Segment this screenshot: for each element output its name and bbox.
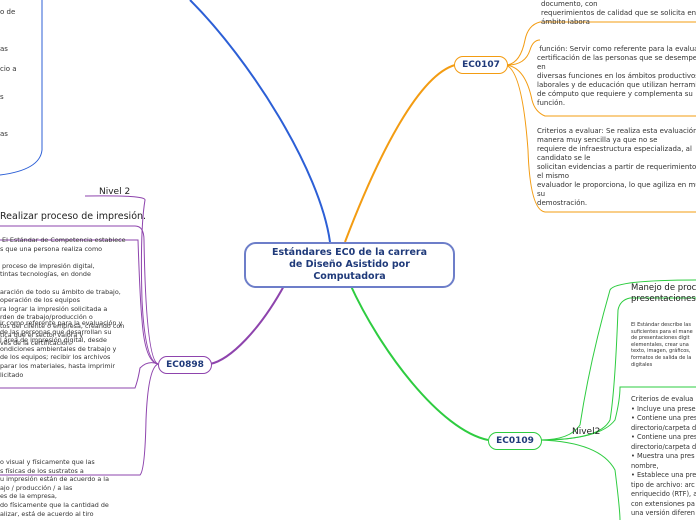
- ec0898-level: Nivel 2: [99, 187, 131, 197]
- purple-sub-3: [0, 363, 159, 476]
- fragment-4: s: [0, 93, 4, 101]
- node-ec0107[interactable]: EC0107: [454, 56, 508, 74]
- fragment-3: cio a: [0, 65, 17, 73]
- ec0107-text-3: Criterios a evaluar: Se realiza esta eva…: [537, 127, 696, 207]
- orange-sub-4: [504, 64, 696, 213]
- orange-sub-1: [504, 21, 696, 66]
- node-ec0109[interactable]: EC0109: [488, 432, 542, 450]
- ec0898-heading: Realizar proceso de impresión.: [0, 211, 147, 222]
- ec0109-level: Nivel2: [572, 427, 601, 437]
- ec0107-text-2: función: Servir como referente para la e…: [537, 45, 696, 107]
- blue-branch: [189, 0, 331, 243]
- blue-bracket: [0, 0, 43, 176]
- ec0898-text-1: El Estándar de Competencia establece s q…: [0, 236, 126, 348]
- purple-heading-line: [0, 225, 159, 365]
- ec0109-text-1: El Estándar describe las suficientes par…: [631, 322, 693, 368]
- orange-sub-3: [504, 64, 696, 117]
- ec0898-text-3: o visual y físicamente que las s físicas…: [0, 458, 110, 518]
- fragment-2: as: [0, 45, 8, 53]
- orange-sub-2: [504, 39, 541, 66]
- central-topic[interactable]: Estándares EC0 de la carrera de Diseño A…: [244, 242, 455, 288]
- ec0107-text-1: documento, con requerimientos de calidad…: [541, 0, 696, 26]
- green-sub-3: [539, 439, 621, 520]
- green-sub-2: [539, 386, 696, 441]
- purple-sub-1: [0, 239, 159, 365]
- ec0109-text-2: Criterios de evalua • Incluye una prese …: [631, 395, 696, 517]
- orange-branch: [344, 64, 456, 243]
- ec0109-heading: Manejo de proc presentaciones: [631, 283, 696, 304]
- fragment-5: as: [0, 130, 8, 138]
- green-nivel-line: [539, 279, 696, 441]
- purple-sub-2: [0, 362, 159, 389]
- purple-nivel-line: [84, 195, 159, 365]
- purple-branch: [209, 283, 286, 365]
- node-ec0898[interactable]: EC0898: [158, 356, 212, 374]
- green-branch: [349, 283, 489, 441]
- ec0898-text-2: ir como referente para la evaluación y d…: [0, 319, 123, 379]
- fragment-1: o de: [0, 8, 16, 16]
